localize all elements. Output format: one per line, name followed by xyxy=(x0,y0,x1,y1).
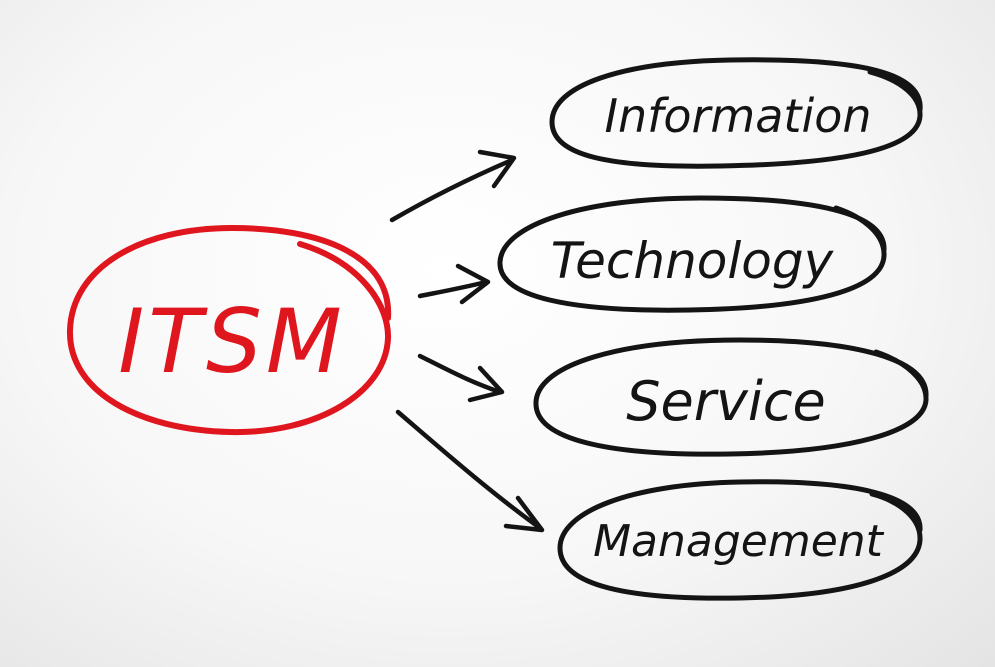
branch-technology: Technology xyxy=(497,195,887,313)
technology-ellipse xyxy=(497,195,887,313)
management-ellipse xyxy=(557,479,923,601)
branch-information: Information xyxy=(549,57,923,169)
arrow-to-management xyxy=(395,409,545,533)
center-label: ITSM xyxy=(118,290,346,393)
information-label: Information xyxy=(604,89,871,143)
center-node: ITSM xyxy=(66,225,392,436)
arrow-to-technology xyxy=(417,263,491,305)
management-label: Management xyxy=(593,516,885,567)
technology-label: Technology xyxy=(551,232,835,290)
information-ellipse xyxy=(549,57,923,169)
service-ellipse xyxy=(533,337,929,457)
service-label: Service xyxy=(626,370,826,433)
arrow-to-service xyxy=(417,353,505,403)
center-ellipse xyxy=(66,225,392,436)
arrow-to-information xyxy=(389,149,517,223)
branch-management: Management xyxy=(557,479,923,601)
branch-service: Service xyxy=(533,337,929,457)
